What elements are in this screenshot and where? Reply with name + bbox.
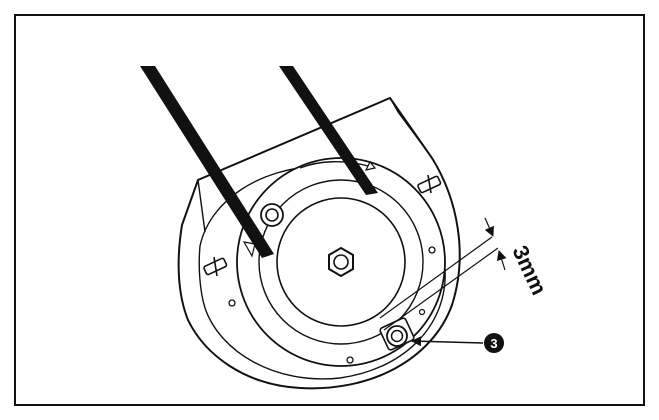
screw-top-left	[260, 203, 284, 227]
mounting-tab-right	[417, 174, 442, 194]
belt-right	[279, 66, 378, 195]
callout-leader	[411, 336, 484, 347]
callout-number: 3	[490, 336, 497, 351]
lip-holes	[228, 246, 436, 364]
dimension-label: 3mm	[507, 242, 551, 299]
callout-badge-3: 3	[484, 333, 504, 353]
belt-left	[140, 66, 274, 258]
dimension-3mm	[379, 217, 507, 331]
center-hex-nut	[328, 246, 354, 278]
mounting-tab-left	[203, 256, 228, 277]
